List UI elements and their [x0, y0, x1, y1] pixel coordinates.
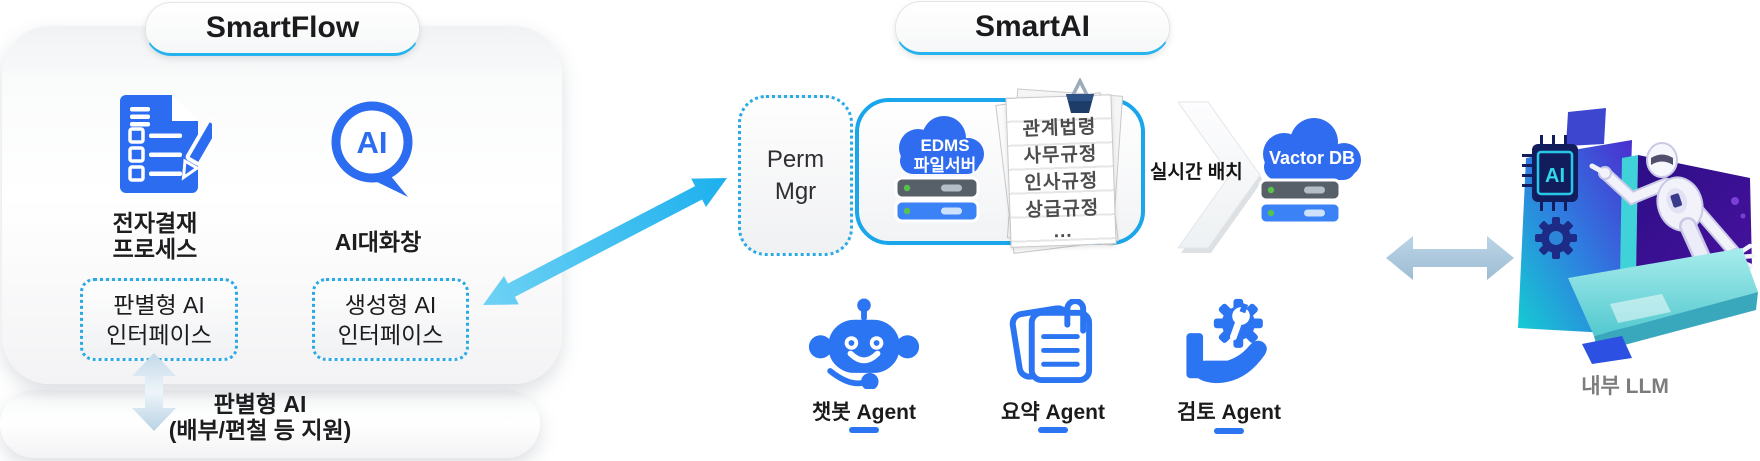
paper-sheet: 관계법령 사무규정 인사규정 상급규정 ... [1005, 94, 1117, 248]
chatbot-agent-underline [849, 427, 879, 433]
vertical-double-arrow-icon [132, 353, 176, 431]
vector-db-icon: Vactor DB [1258, 118, 1361, 225]
discriminative-ai-interface-box: 판별형 AI 인터페이스 [80, 278, 238, 361]
binder-clip-icon [1066, 78, 1094, 113]
ai-chat-bubble-icon: AI [331, 101, 413, 197]
pencil-icon [181, 118, 212, 181]
smartai-title-pill: SmartAI [895, 1, 1170, 55]
summary-agent-label: 요약 Agent [1001, 401, 1105, 424]
ai-chat-label: AI대화창 [334, 229, 422, 255]
server-rack-icon [1258, 178, 1342, 225]
review-agent-label: 검토 Agent [1177, 401, 1281, 424]
laptop-base [1568, 248, 1758, 364]
gear-icon [1535, 217, 1577, 259]
chip-ai-text: AI [1545, 165, 1565, 187]
smartai-llm-link-arrow [1386, 236, 1514, 280]
vector-db-label: Vactor DB [1269, 148, 1355, 168]
approval-process-label: 전자결재 프로세스 [112, 210, 198, 262]
review-agent-underline [1214, 428, 1244, 434]
internal-llm-illustration: AI [1518, 108, 1758, 364]
realtime-batch-label: 실시간 배치 [1150, 162, 1243, 183]
server-rack-icon [894, 176, 980, 223]
discriminative-support-note: 판별형 AI (배부/편철 등 지원) [168, 391, 352, 443]
approval-document-icon [120, 95, 212, 193]
chatbot-agent-label: 챗봇 Agent [812, 401, 916, 424]
ai-chip-icon: AI [1522, 135, 1578, 211]
permission-manager-box: Perm Mgr [738, 95, 853, 256]
regulation-documents-stack: 관계법령 사무규정 인사규정 상급규정 ... [995, 78, 1124, 254]
ai-badge-text: AI [357, 125, 388, 160]
regulation-doc-list: 관계법령 사무규정 인사규정 상급규정 ... [1022, 116, 1100, 243]
generative-ai-interface-box: 생성형 AI 인터페이스 [312, 278, 469, 361]
edms-label-line2: 파일서버 [914, 156, 977, 175]
summary-agent-underline [1038, 427, 1068, 433]
summary-agent-icon [1009, 299, 1093, 384]
smartflow-title: SmartFlow [205, 11, 360, 44]
edms-label-line1: EDMS [920, 136, 969, 155]
discriminative-support-bar [0, 390, 540, 458]
chatbot-agent-icon [808, 298, 920, 389]
panel-tab [1566, 108, 1606, 146]
realtime-batch-chevron-icon [1177, 101, 1262, 253]
smartflow-title-pill: SmartFlow [145, 2, 420, 56]
internal-llm-label: 내부 LLM [1581, 375, 1669, 398]
smartai-title: SmartAI [974, 10, 1091, 43]
smartflow-smartai-link-arrow [483, 178, 727, 305]
edms-file-server-icon: EDMS 파일서버 [894, 116, 984, 223]
review-agent-icon [1186, 298, 1267, 384]
